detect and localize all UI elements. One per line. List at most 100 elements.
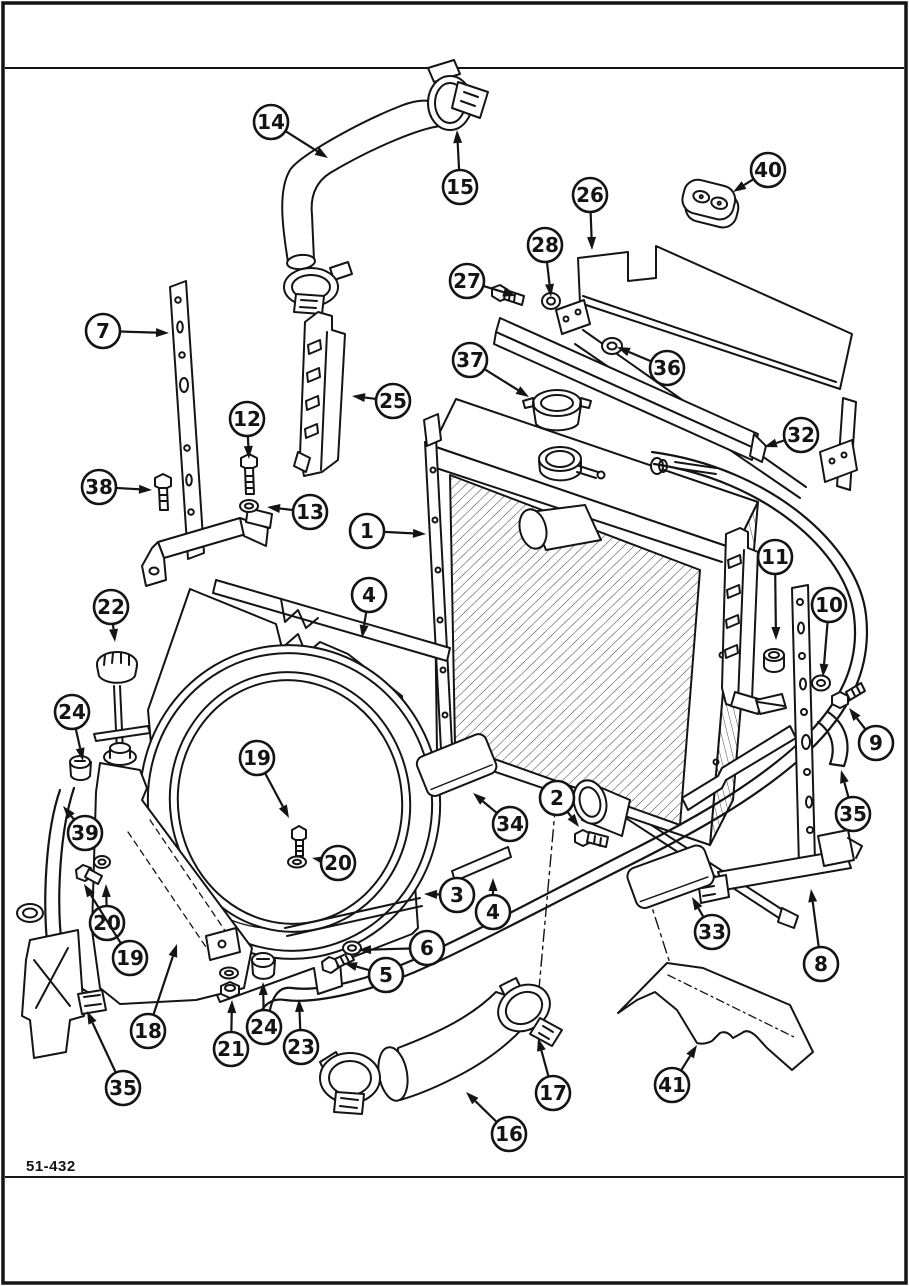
washer-6 [342,940,362,956]
callout-41: 41 [653,1045,697,1104]
callout-22: 22 [92,588,130,642]
callout-34: 34 [473,793,529,843]
washer-20 [287,855,307,869]
callout-13: 13 [267,493,329,531]
callout-40: 40 [733,151,787,192]
screw-19-left [75,864,103,885]
callout-39: 39 [63,806,104,852]
svg-text:19: 19 [116,946,144,970]
figure-code: 51-432 [26,1158,76,1175]
callout-16: 16 [466,1092,528,1153]
callout-26: 26 [571,176,609,250]
callout-9: 9 [849,708,895,762]
washer-28 [541,292,561,310]
svg-text:4: 4 [362,583,376,607]
svg-text:18: 18 [134,1019,162,1043]
grommet-24-lower [251,952,276,980]
washer-10 [811,674,831,692]
svg-text:37: 37 [456,348,484,372]
callout-6: 6 [358,929,446,967]
callout-35: 35 [87,1011,142,1107]
support-bar [493,317,767,463]
bolt-2 [574,829,609,848]
svg-text:19: 19 [243,746,271,770]
screw-19 [291,825,307,857]
callout-15: 15 [441,130,479,206]
foam-pad-33 [626,844,715,909]
svg-text:3: 3 [450,883,464,907]
bar-mount-tab [555,299,591,335]
callout-1: 1 [348,512,426,550]
rubber-mount-pad [681,178,740,229]
callout-4: 4 [474,878,512,931]
callout-23: 23 [282,999,320,1066]
callout-11: 11 [756,538,794,640]
svg-text:11: 11 [761,545,789,569]
contoured-cover [617,962,814,1071]
clip-bracket [755,693,787,715]
callout-24: 24 [53,693,91,761]
callout-37: 37 [451,341,529,397]
bolt-9 [831,682,866,709]
callout-28: 28 [526,226,564,297]
svg-text:16: 16 [495,1122,523,1146]
svg-text:40: 40 [754,158,782,182]
callout-10: 10 [810,586,848,677]
callout-27: 27 [448,262,516,300]
callout-35: 35 [834,770,872,833]
fan-shroud [138,588,442,1003]
radiator [423,389,759,846]
svg-text:25: 25 [379,389,407,413]
svg-text:24: 24 [250,1015,278,1039]
svg-text:22: 22 [97,595,125,619]
svg-text:13: 13 [296,500,324,524]
hose-clamp-17 [497,977,563,1047]
hose-clamp-mid [283,261,353,315]
bolt-5 [321,951,355,974]
svg-text:12: 12 [233,407,261,431]
outlet-stub [572,779,631,837]
washer-20-left [93,855,111,869]
washer-nut-21 [219,966,240,999]
svg-text:15: 15 [446,175,474,199]
svg-text:21: 21 [217,1037,245,1061]
callout-5: 5 [344,956,405,994]
callout-3: 3 [424,876,476,914]
callout-8: 8 [802,889,840,983]
svg-text:8: 8 [814,952,828,976]
hose-clip [650,457,717,475]
foam-pad-34 [415,733,498,797]
svg-text:9: 9 [869,731,883,755]
right-strap [697,584,863,904]
svg-text:26: 26 [576,183,604,207]
callout-32: 32 [764,416,820,454]
svg-text:41: 41 [658,1073,686,1097]
callout-38: 38 [80,468,152,506]
right-channel [721,527,763,715]
callout-14: 14 [252,103,328,158]
callout-12: 12 [228,400,266,459]
radiator-cap [522,389,592,432]
svg-text:38: 38 [85,475,113,499]
callout-25: 25 [352,382,412,420]
callout-7: 7 [84,312,169,350]
svg-text:2: 2 [550,786,564,810]
svg-text:23: 23 [287,1035,315,1059]
svg-text:33: 33 [698,920,726,944]
bolt-38 [154,473,172,511]
filler-neck [538,446,606,482]
svg-text:39: 39 [71,821,99,845]
svg-text:34: 34 [496,812,524,836]
svg-text:20: 20 [324,851,352,875]
callout-4: 4 [350,576,388,638]
callout-19: 19 [238,739,289,818]
svg-text:14: 14 [257,110,285,134]
svg-text:7: 7 [96,319,110,343]
callout-17: 17 [534,1038,572,1112]
svg-text:35: 35 [109,1076,137,1100]
inlet-stub [518,504,602,551]
side-baffle-strip [819,397,858,491]
grommet-24-upper [69,755,92,782]
